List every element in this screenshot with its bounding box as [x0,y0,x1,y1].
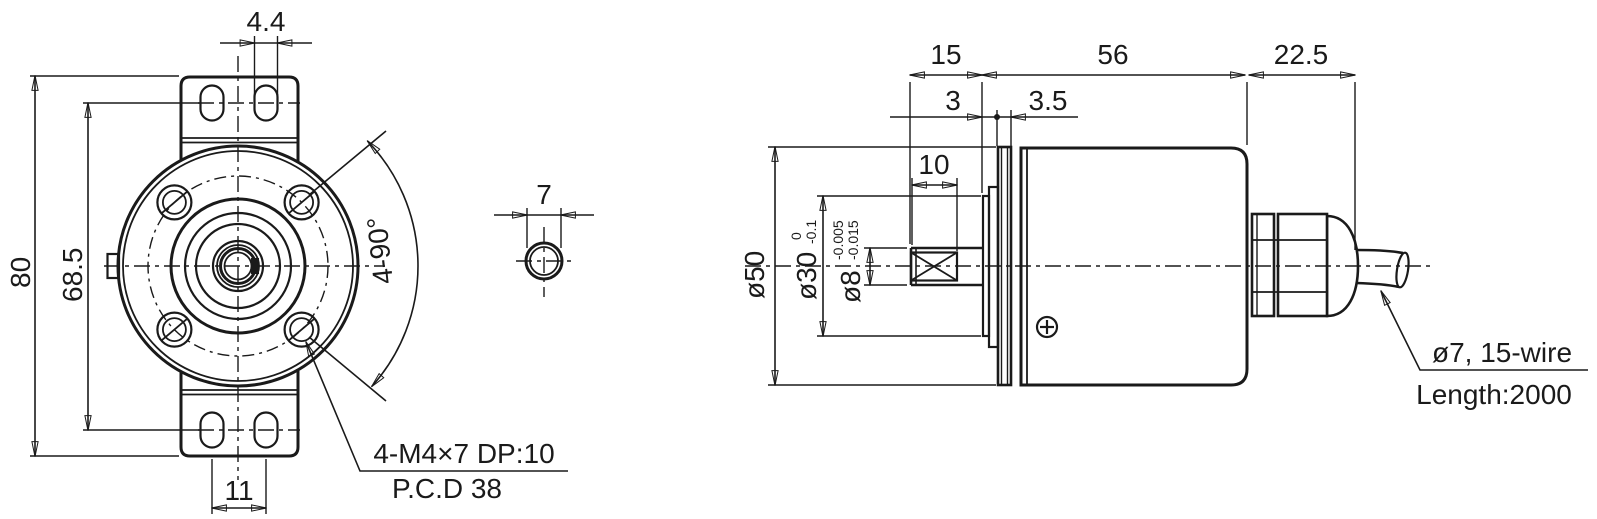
screw-spec-note: 4-M4×7 DP:10 P.C.D 38 [305,341,568,504]
screw-spec-line1: 4-M4×7 DP:10 [373,438,554,469]
gland-ring [1250,212,1276,318]
mounting-slot [253,411,279,449]
cable-spec-line2: Length:2000 [1416,379,1572,410]
bottom-flange [179,371,300,458]
dim-key-length: 10 [911,149,958,251]
dim-gland-length: 22.5 [1248,39,1356,250]
side-view: 15 56 22.5 3 3.5 [739,39,1588,410]
top-flange [179,75,300,161]
front-view: 80 68.5 4.4 11 [5,6,594,514]
cable-spec-line1: ø7, 15-wire [1432,337,1572,368]
dim-body-length: 56 [981,39,1248,145]
shaft [909,246,983,287]
dim-shaft-diameter: ø8 -0.005 -0.015 [830,220,907,303]
d8-tol-upper: -0.005 [830,220,846,260]
cable-spec-note: ø7, 15-wire Length:2000 [1380,290,1588,410]
dim-slot-spacing: 11 [211,459,267,514]
dim-3-label: 3 [945,85,961,116]
dim-7-label: 7 [536,179,552,210]
screw-spec-line2: P.C.D 38 [392,473,502,504]
small-hole-detail: 7 [494,179,594,297]
dim-body-diameter: ø50 [739,146,996,386]
top-flange-outline [179,75,300,161]
dim-4-4-label: 4.4 [247,6,286,37]
dimension-dot [994,114,1000,120]
dim-22-5-label: 22.5 [1274,39,1329,70]
dim-shaft-projection: 15 [909,39,983,244]
body-screw [1035,315,1059,339]
cable-cut-end [1395,251,1410,289]
dim-d50-label: ø50 [739,251,770,299]
gland-nut [1276,212,1329,318]
body-outline [1019,146,1249,387]
dim-angle-label: 4-90° [361,215,399,285]
step-ring [987,185,1000,349]
dim-10-label: 10 [918,149,949,180]
d30-tol-upper: 0 [788,232,804,240]
cable [1355,248,1410,289]
dim-boss-and-plate: 3 3.5 [890,85,1078,146]
dim-overall-height: 80 [5,75,179,457]
d30-tol-lower: -0.1 [803,220,819,244]
dim-15-label: 15 [930,39,961,70]
d8-tol-lower: -0.015 [845,220,861,260]
bottom-flange-outline [179,371,300,458]
dim-3-5-label: 3.5 [1029,85,1068,116]
dim-d8-label: ø8 [835,270,866,303]
cable-gland [1250,212,1360,318]
dim-80-label: 80 [5,257,36,288]
dim-68-5-label: 68.5 [57,248,88,303]
dim-slot-width: 4.4 [220,6,312,110]
dim-d30-label: ø30 [791,252,822,300]
dim-boss-diameter: ø30 0 -0.1 [788,195,981,337]
dim-screw-angle: 4-90° [308,130,419,402]
dim-slot-span: 68.5 [57,102,200,431]
dim-56-label: 56 [1097,39,1128,70]
dim-11-label: 11 [224,475,253,506]
